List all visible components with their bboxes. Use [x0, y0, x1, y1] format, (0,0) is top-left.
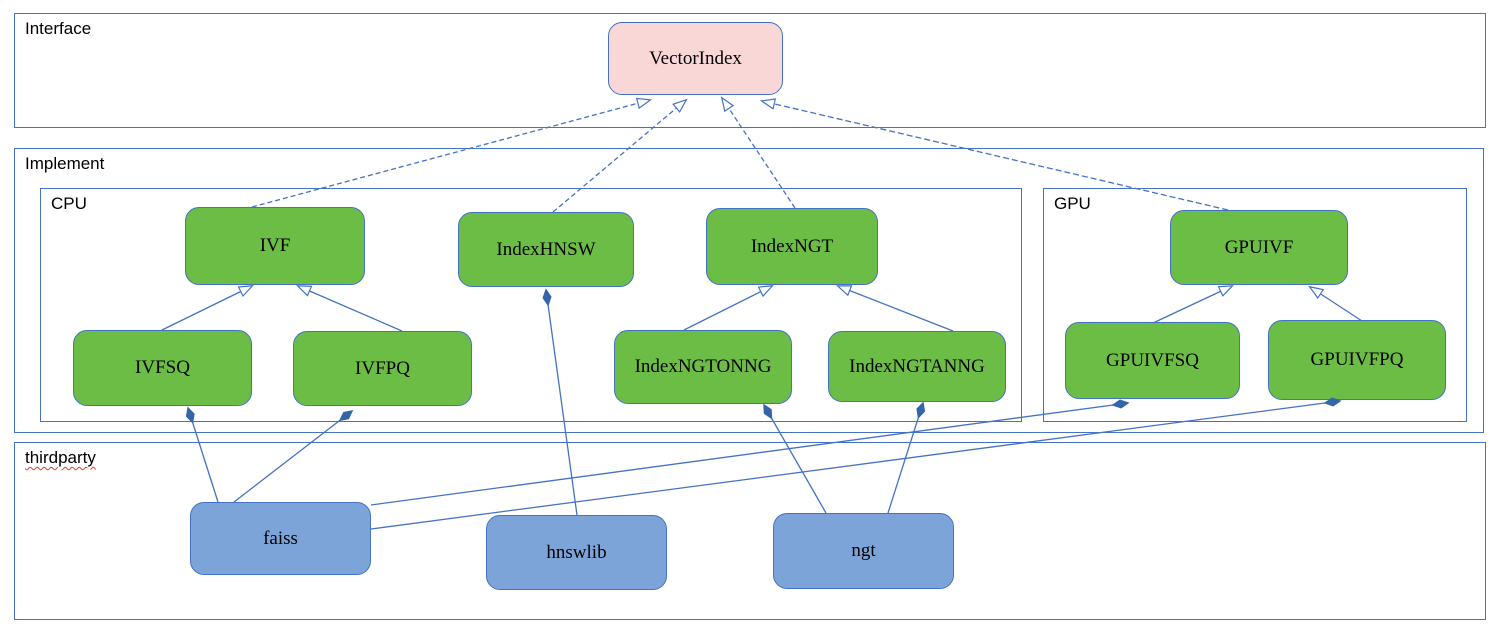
- node-ivfsq-label: IVFSQ: [135, 357, 190, 378]
- node-ivf-label: IVF: [259, 235, 291, 256]
- node-indexngtonng-label: IndexNGTONNG: [634, 356, 772, 377]
- node-ngt-label: ngt: [851, 540, 876, 561]
- implement-label: Implement: [25, 154, 105, 173]
- node-ivf[interactable]: IVF: [185, 207, 365, 285]
- node-ivfpq-label: IVFPQ: [355, 357, 410, 379]
- node-gpuivf-label: GPUIVF: [1224, 236, 1294, 258]
- node-vectorindex[interactable]: VectorIndex: [608, 22, 783, 95]
- node-gpuivfpq[interactable]: GPUIVFPQ: [1268, 320, 1446, 400]
- thirdparty-label: thirdparty: [25, 448, 96, 467]
- node-indexngt-label: IndexNGT: [750, 235, 834, 257]
- node-indexhnsw-label: IndexHNSW: [496, 238, 596, 260]
- gpu-label: GPU: [1054, 194, 1091, 213]
- interface-label: Interface: [25, 19, 92, 38]
- node-faiss[interactable]: faiss: [190, 502, 371, 575]
- cpu-label: CPU: [51, 194, 87, 213]
- node-gpuivfsq-label: GPUIVFSQ: [1106, 349, 1199, 371]
- node-indexhnsw[interactable]: IndexHNSW: [458, 212, 634, 287]
- node-hnswlib-label: hnswlib: [546, 541, 607, 563]
- node-hnswlib[interactable]: hnswlib: [486, 515, 667, 590]
- node-ivfpq[interactable]: IVFPQ: [293, 331, 472, 406]
- node-ngt[interactable]: ngt: [773, 513, 954, 589]
- node-gpuivf[interactable]: GPUIVF: [1170, 210, 1348, 285]
- node-gpuivfsq[interactable]: GPUIVFSQ: [1065, 322, 1240, 399]
- node-indexngtanng-label: IndexNGTANNG: [849, 355, 985, 377]
- node-vectorindex-label: VectorIndex: [649, 47, 742, 69]
- node-indexngtanng[interactable]: IndexNGTANNG: [828, 331, 1006, 402]
- node-faiss-label: faiss: [263, 527, 298, 549]
- node-indexngt[interactable]: IndexNGT: [706, 208, 878, 285]
- node-ivfsq[interactable]: IVFSQ: [73, 330, 252, 406]
- node-gpuivfpq-label: GPUIVFPQ: [1310, 349, 1404, 370]
- node-indexngtonng[interactable]: IndexNGTONNG: [614, 330, 792, 404]
